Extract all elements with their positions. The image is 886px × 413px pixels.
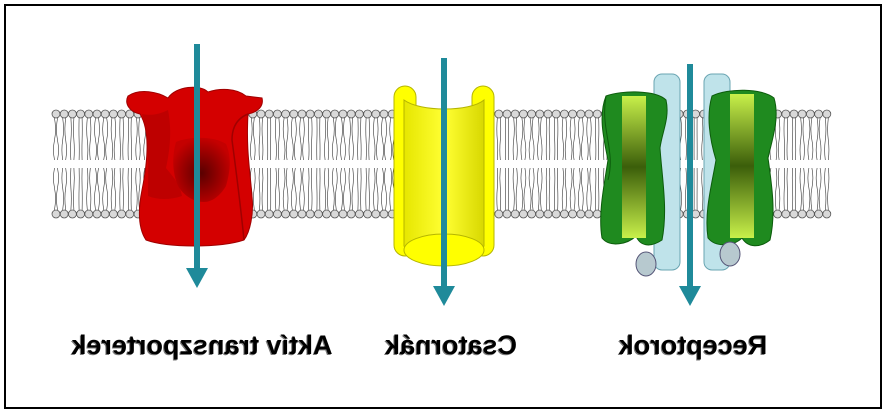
flow-arrow-channel xyxy=(433,58,455,306)
label-receptors: Receptorok xyxy=(618,330,768,360)
receptor-protein xyxy=(600,73,777,277)
flow-arrow-receptor xyxy=(679,64,701,306)
flow-arrow-transporter xyxy=(186,44,208,288)
label-channels: Csatornák xyxy=(384,330,518,360)
label-active-transporters: Aktív transzporterek xyxy=(71,330,333,360)
